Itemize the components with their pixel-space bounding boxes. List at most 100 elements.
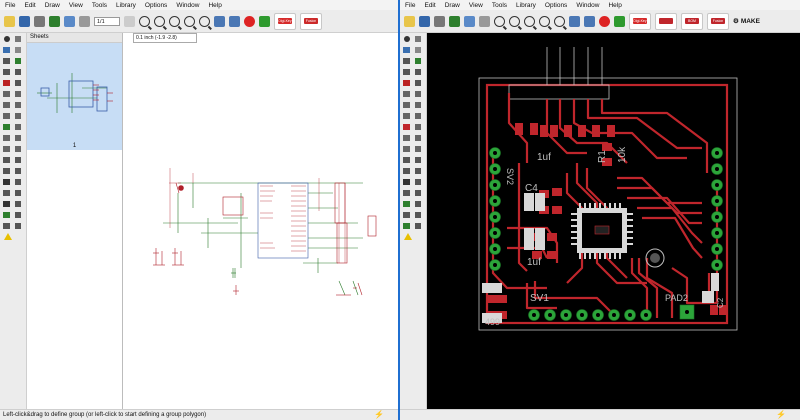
menu-file[interactable]: File [5, 1, 16, 9]
zoom-select-icon[interactable] [184, 15, 195, 27]
board-menu-file[interactable]: File [405, 1, 416, 9]
menu-help[interactable]: Help [208, 1, 222, 9]
junction-icon [3, 168, 10, 174]
board-zoom-last-icon[interactable] [554, 15, 565, 27]
move-icon [3, 58, 10, 64]
board-open-icon[interactable] [404, 15, 415, 27]
rect-icon [3, 146, 10, 152]
schematic-canvas[interactable]: 0.1 inch (-1.9 -2.8) [123, 33, 398, 410]
pcb-quote-button[interactable] [655, 12, 677, 30]
label-pad2: PAD2 [665, 293, 688, 303]
board-switch-icon[interactable] [64, 15, 75, 27]
board-menu-draw[interactable]: Draw [444, 1, 460, 9]
erc-icon [3, 190, 10, 196]
board-menu-view[interactable]: View [468, 1, 483, 9]
bom-button[interactable]: BOM [681, 12, 703, 30]
board-cam-icon[interactable] [449, 15, 460, 27]
board-tool-icons[interactable] [400, 33, 426, 373]
board-optimize-icon [415, 102, 421, 108]
board-digikey-logo: Digi-Key [633, 18, 647, 24]
digikey-button[interactable]: Digi-Key [274, 12, 296, 30]
board-status-bar: ⚡ [400, 409, 800, 420]
board-name-icon [403, 113, 410, 119]
pcb-logo [659, 18, 673, 24]
text-icon [15, 124, 21, 130]
make-button[interactable]: ⚙MAKE [733, 17, 760, 26]
board-print-icon[interactable] [434, 15, 445, 27]
label-c2: C2 [716, 297, 725, 308]
go-icon[interactable] [259, 15, 270, 27]
open-icon[interactable] [4, 15, 15, 27]
fusion-button[interactable]: Fusion [300, 12, 322, 30]
add-sheet-icon[interactable] [124, 15, 135, 27]
tool-icons[interactable] [0, 33, 26, 373]
zoom-fit-icon[interactable] [139, 15, 150, 27]
board-menu-window[interactable]: Window [576, 1, 600, 9]
board-zoom-in-icon[interactable] [509, 15, 520, 27]
board-digikey-button[interactable]: Digi-Key [629, 12, 651, 30]
board-menu-tools[interactable]: Tools [491, 1, 508, 9]
label-sv1: SV1 [530, 293, 549, 304]
menu-bar: File Edit Draw View Tools Library Option… [0, 0, 398, 10]
board-stop-icon[interactable] [599, 15, 610, 27]
zoom-out-icon[interactable] [169, 15, 180, 27]
board-menu-edit[interactable]: Edit [424, 1, 436, 9]
board-arc-icon [415, 146, 421, 152]
fusion-logo: Fusion [304, 18, 318, 24]
menu-window[interactable]: Window [176, 1, 200, 9]
board-canvas[interactable]: SV2 C4 1uf 1uf R1 10k SV1 PAD2 C2 499 [427, 33, 800, 410]
bus-icon [3, 157, 10, 163]
sheet-thumbnail[interactable] [27, 43, 122, 150]
board-menu-options[interactable]: Options [544, 1, 568, 9]
menu-options[interactable]: Options [144, 1, 168, 9]
zoom-in-icon[interactable] [154, 15, 165, 27]
sheet-preview [37, 73, 113, 113]
schematic-switch-icon[interactable] [464, 15, 475, 27]
board-value-icon [415, 113, 421, 119]
label-r1: R1 [597, 150, 608, 163]
cam-icon[interactable] [49, 15, 60, 27]
warning-icon [4, 233, 12, 240]
label-icon [15, 168, 21, 174]
bolt-icon[interactable]: ⚡ [374, 410, 384, 419]
value-icon [15, 113, 21, 119]
board-ratsnest-icon [415, 179, 421, 185]
board-save-icon[interactable] [419, 15, 430, 27]
board-go-icon[interactable] [614, 15, 625, 27]
label-499: 499 [485, 317, 500, 327]
board-menu-help[interactable]: Help [608, 1, 622, 9]
board-paste-icon [415, 91, 421, 97]
board-sheet-icon[interactable] [479, 15, 490, 27]
board-undo-icon[interactable] [569, 15, 580, 27]
fusion-pcb-logo: Fusion [711, 18, 725, 24]
make-label: MAKE [740, 17, 760, 25]
stop-icon[interactable] [244, 15, 255, 27]
undo-icon[interactable] [214, 15, 225, 27]
board-zoom-fit-icon[interactable] [494, 15, 505, 27]
board-hole-icon [403, 179, 410, 185]
add-icon [3, 201, 10, 207]
sheet-selector[interactable]: 1/1 [94, 16, 120, 26]
board-zoom-out-icon[interactable] [524, 15, 535, 27]
menu-edit[interactable]: Edit [24, 1, 36, 9]
save-icon[interactable] [19, 15, 30, 27]
print-icon[interactable] [34, 15, 45, 27]
zoom-last-icon[interactable] [199, 15, 210, 27]
command-line[interactable]: 0.1 inch (-1.9 -2.8) [133, 33, 197, 43]
sheet-icon[interactable] [79, 15, 90, 27]
board-signal-icon [415, 168, 421, 174]
menu-tools[interactable]: Tools [91, 1, 108, 9]
board-zoom-select-icon[interactable] [539, 15, 550, 27]
board-info-icon [404, 36, 410, 42]
fusion-pcb-button[interactable]: Fusion [707, 12, 729, 30]
board-replace-icon [415, 223, 421, 229]
board-menu-library[interactable]: Library [516, 1, 536, 9]
menu-library[interactable]: Library [116, 1, 136, 9]
board-bolt-icon[interactable]: ⚡ [776, 410, 786, 419]
label-sv2: SV2 [505, 168, 515, 185]
redo-icon[interactable] [229, 15, 240, 27]
board-redo-icon[interactable] [584, 15, 595, 27]
menu-draw[interactable]: Draw [44, 1, 60, 9]
pinswap-icon [15, 201, 21, 207]
menu-view[interactable]: View [68, 1, 83, 9]
